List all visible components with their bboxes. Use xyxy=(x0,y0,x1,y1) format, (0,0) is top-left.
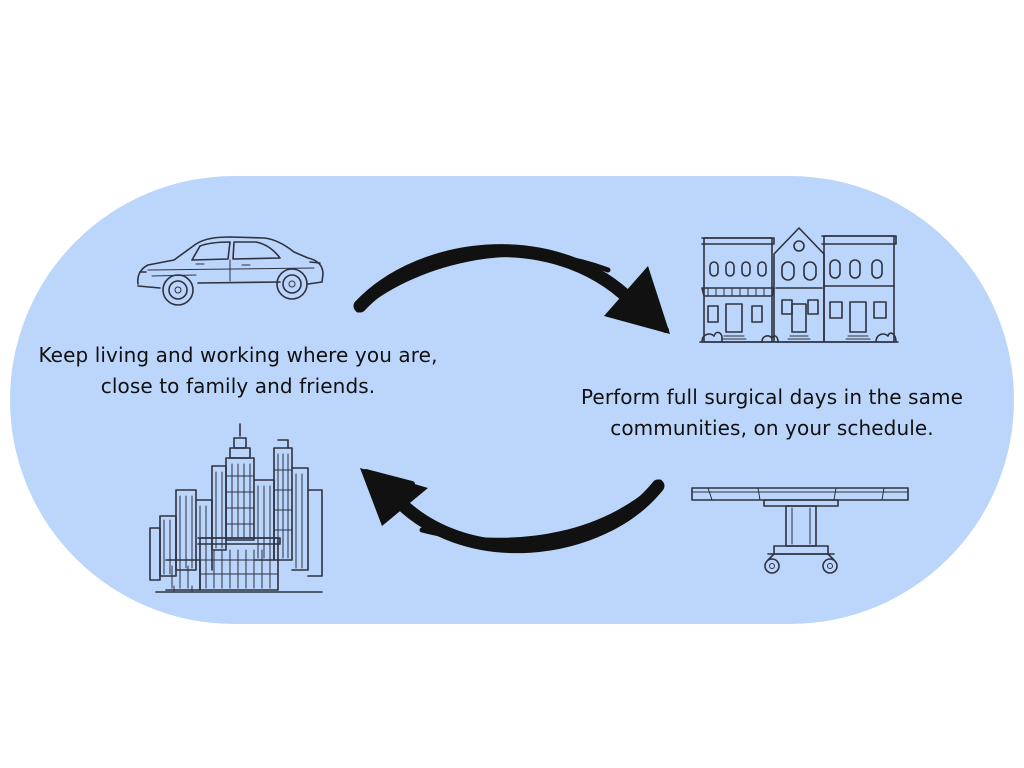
operating-table-icon xyxy=(691,487,909,574)
left-caption: Keep living and working where you are, c… xyxy=(38,343,438,398)
curved-arrow-right-icon xyxy=(353,244,670,334)
townhouses-icon xyxy=(699,227,899,343)
curved-arrow-left-icon xyxy=(360,468,665,554)
city-skyline-icon xyxy=(149,423,323,593)
car-icon xyxy=(137,236,324,306)
right-caption: Perform full surgical days in the same c… xyxy=(580,385,964,440)
